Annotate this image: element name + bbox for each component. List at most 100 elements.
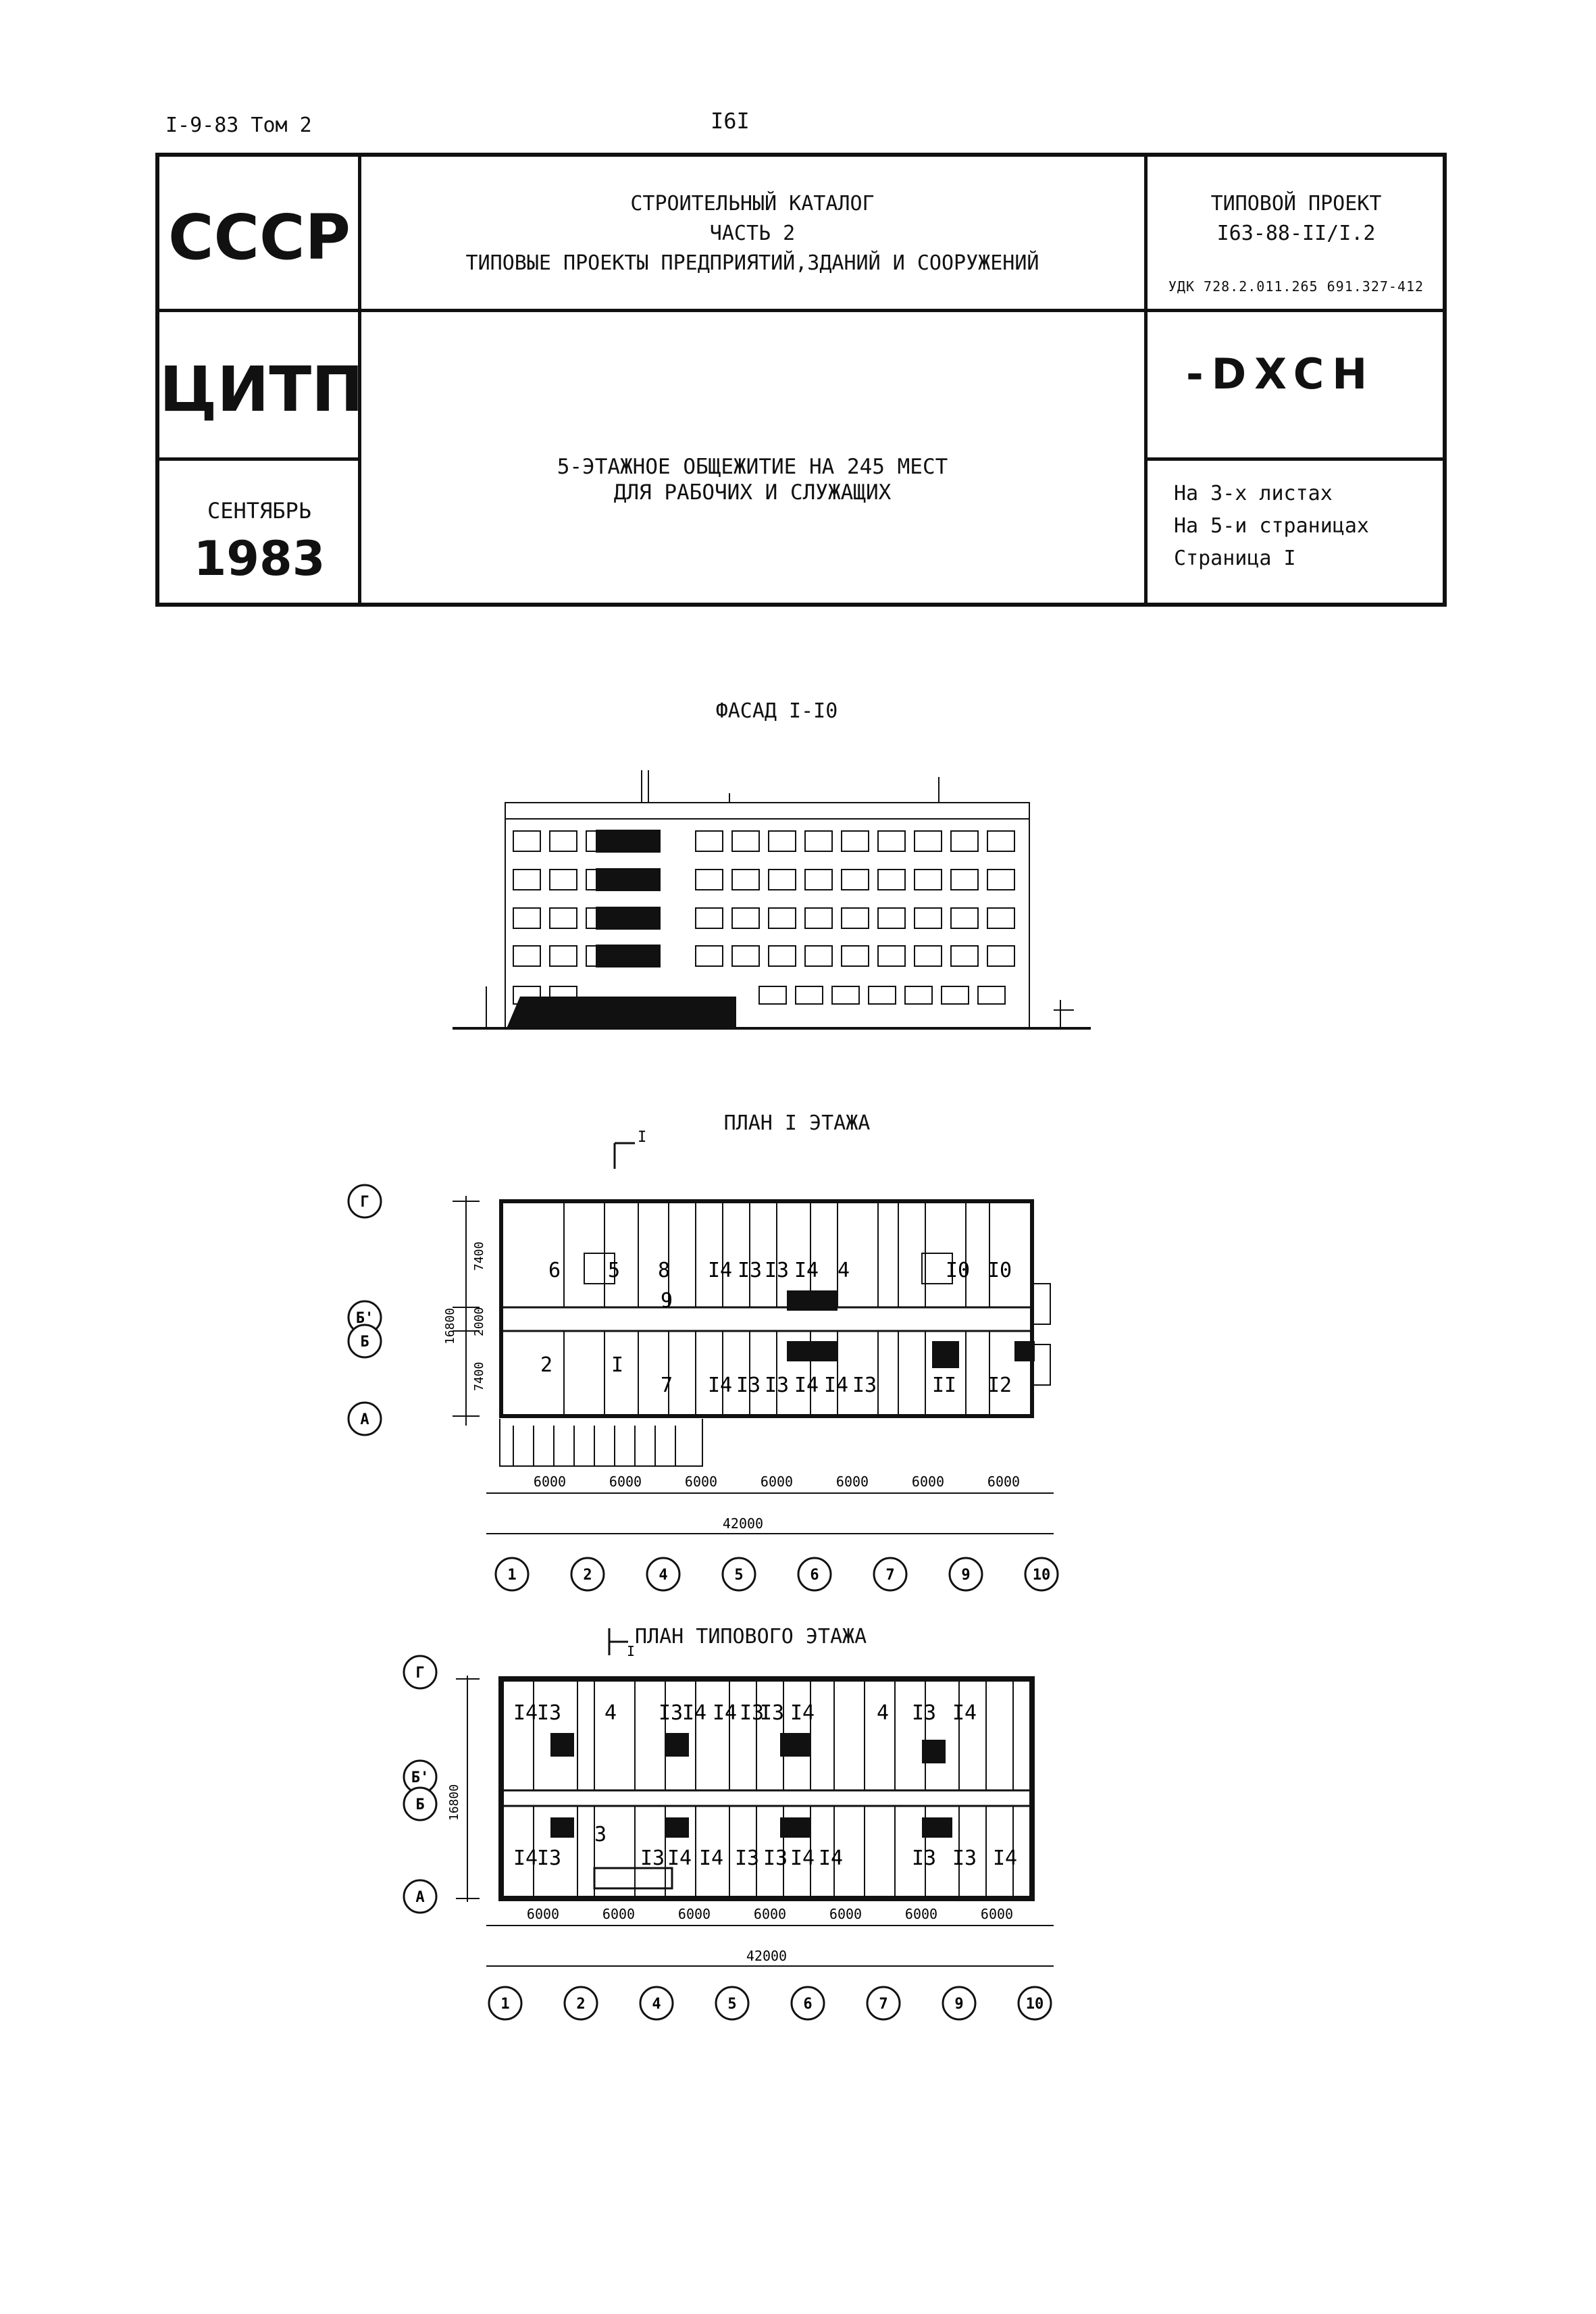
plan1-room-label: I4 bbox=[824, 1374, 848, 1397]
facade-window bbox=[831, 986, 860, 1005]
plan2-room-label: I4 bbox=[952, 1701, 977, 1725]
plan1-caption: ПЛАН I ЭТАЖА bbox=[723, 1111, 871, 1135]
facade-window bbox=[758, 986, 787, 1005]
plan1-column-axis: 10 bbox=[1024, 1557, 1059, 1592]
plan1-column-axis: 5 bbox=[721, 1557, 756, 1592]
plan2-room-label: I4 bbox=[713, 1701, 737, 1725]
facade-window bbox=[950, 869, 979, 890]
facade-window bbox=[768, 830, 796, 852]
svg-text:5: 5 bbox=[727, 1996, 736, 2013]
facade-window bbox=[768, 869, 796, 890]
plan1-vertical-dim: 7400 bbox=[472, 1242, 486, 1271]
plan2-room-label: I4 bbox=[993, 1846, 1017, 1870]
facade-window bbox=[914, 869, 942, 890]
facade-window bbox=[987, 907, 1015, 929]
svg-text:5: 5 bbox=[734, 1567, 743, 1584]
plan1-room-label: I3 bbox=[736, 1374, 761, 1397]
facade-window bbox=[904, 986, 933, 1005]
plan2-column-axis: 5 bbox=[715, 1986, 750, 2021]
facade-window bbox=[549, 945, 577, 967]
plan2-room-label: I4 bbox=[790, 1701, 815, 1725]
plan1-section-mark: I bbox=[638, 1129, 646, 1146]
facade-window bbox=[513, 869, 541, 890]
plan2-room-label: I3 bbox=[952, 1846, 977, 1870]
plan2-room-label: I4 bbox=[699, 1846, 723, 1870]
facade-window bbox=[549, 869, 577, 890]
plan1-column-axis: 7 bbox=[873, 1557, 908, 1592]
divider bbox=[1145, 457, 1447, 461]
facade-window bbox=[914, 907, 942, 929]
plan1-span-dim: 6000 bbox=[761, 1474, 793, 1490]
plan1-room-label: I2 bbox=[987, 1374, 1012, 1397]
plan1-span-dim: 6000 bbox=[836, 1474, 869, 1490]
plan2-section-marker: I bbox=[608, 1628, 635, 1659]
plan1-span-dim: 6000 bbox=[534, 1474, 566, 1490]
plan1-span-dim: 6000 bbox=[912, 1474, 944, 1490]
catalog-info: СТРОИТЕЛЬНЫЙ КАТАЛОГ ЧАСТЬ 2 ТИПОВЫЕ ПРО… bbox=[359, 189, 1145, 278]
plan2-row-axis: А bbox=[403, 1879, 438, 1914]
svg-text:4: 4 bbox=[659, 1567, 667, 1584]
facade-window bbox=[804, 907, 833, 929]
plan1-total-dim: 42000 bbox=[723, 1515, 763, 1532]
facade-window bbox=[795, 986, 823, 1005]
divider bbox=[159, 457, 359, 461]
facade-window bbox=[877, 830, 906, 852]
plan2-span-dim: 6000 bbox=[678, 1906, 711, 1922]
facade-window bbox=[841, 907, 869, 929]
svg-text:Б': Б' bbox=[411, 1769, 430, 1786]
plan1-room-label: I3 bbox=[765, 1374, 789, 1397]
facade-caption: ФАСАД I-I0 bbox=[715, 699, 838, 723]
svg-text:А: А bbox=[415, 1889, 424, 1906]
plan2-column-axis: 10 bbox=[1017, 1986, 1052, 2021]
building-title-line2: ДЛЯ РАБОЧИХ И СЛУЖАЩИХ bbox=[613, 480, 892, 505]
org-ussr: СССР bbox=[168, 201, 351, 274]
facade-window bbox=[987, 869, 1015, 890]
svg-text:10: 10 bbox=[1026, 1996, 1044, 2013]
plan2-room-label: I3 bbox=[537, 1701, 561, 1725]
facade-window bbox=[841, 830, 869, 852]
plan2-room-label: I3 bbox=[537, 1846, 561, 1870]
facade-window bbox=[804, 945, 833, 967]
plan1-room-label: I0 bbox=[946, 1259, 970, 1282]
svg-text:1: 1 bbox=[507, 1567, 516, 1584]
plan2-span-dim: 6000 bbox=[981, 1906, 1013, 1922]
title-block: СССР ЦИТП СЕНТЯБРЬ 1983 СТРОИТЕЛЬНЫЙ КАТ… bbox=[155, 153, 1447, 607]
plan2-room-label: I3 bbox=[659, 1701, 683, 1725]
plan2-room-label: 4 bbox=[604, 1701, 617, 1725]
facade-window bbox=[987, 830, 1015, 852]
facade-window bbox=[768, 907, 796, 929]
facade-drawing bbox=[453, 770, 1091, 1030]
plan2-room-label: I4 bbox=[819, 1846, 843, 1870]
classification-code: -DXCH bbox=[1186, 349, 1376, 399]
plan2-room-label: I4 bbox=[682, 1701, 706, 1725]
plan2-room-label: I4 bbox=[790, 1846, 815, 1870]
plan1-row-axis: Г bbox=[347, 1184, 382, 1219]
facade-window bbox=[513, 945, 541, 967]
plan2-room-label: I3 bbox=[735, 1846, 759, 1870]
plan2-column-axis: 1 bbox=[488, 1986, 523, 2021]
svg-text:9: 9 bbox=[961, 1567, 970, 1584]
plan2-room-label: 3 bbox=[594, 1823, 607, 1846]
issue-month: СЕНТЯБРЬ bbox=[207, 498, 312, 524]
building-title: 5-ЭТАЖНОЕ ОБЩЕЖИТИЕ НА 245 МЕСТ ДЛЯ РАБО… bbox=[359, 454, 1145, 505]
plan1-vertical-total: 16800 bbox=[443, 1308, 457, 1344]
svg-text:7: 7 bbox=[885, 1567, 894, 1584]
svg-text:6: 6 bbox=[803, 1996, 812, 2013]
plan1-room-label: 6 bbox=[548, 1259, 561, 1282]
plan2-total-dim: 42000 bbox=[746, 1948, 787, 1964]
plan2-row-axis: Б' bbox=[403, 1759, 438, 1794]
plan1-room-label: II bbox=[932, 1374, 956, 1397]
plan1-room-label: 2 bbox=[540, 1353, 552, 1377]
facade-window bbox=[841, 945, 869, 967]
facade-window bbox=[695, 869, 723, 890]
project-number: I63-88-II/I.2 bbox=[1216, 222, 1376, 245]
plan1-room-label: I4 bbox=[708, 1259, 732, 1282]
divider bbox=[359, 309, 1145, 312]
plan1-row-axis: А bbox=[347, 1401, 382, 1436]
facade-window bbox=[950, 945, 979, 967]
plan2-caption: ПЛАН ТИПОВОГО ЭТАЖА bbox=[635, 1625, 867, 1649]
divider bbox=[358, 157, 361, 604]
plan1-row-axis: Б bbox=[347, 1324, 382, 1359]
